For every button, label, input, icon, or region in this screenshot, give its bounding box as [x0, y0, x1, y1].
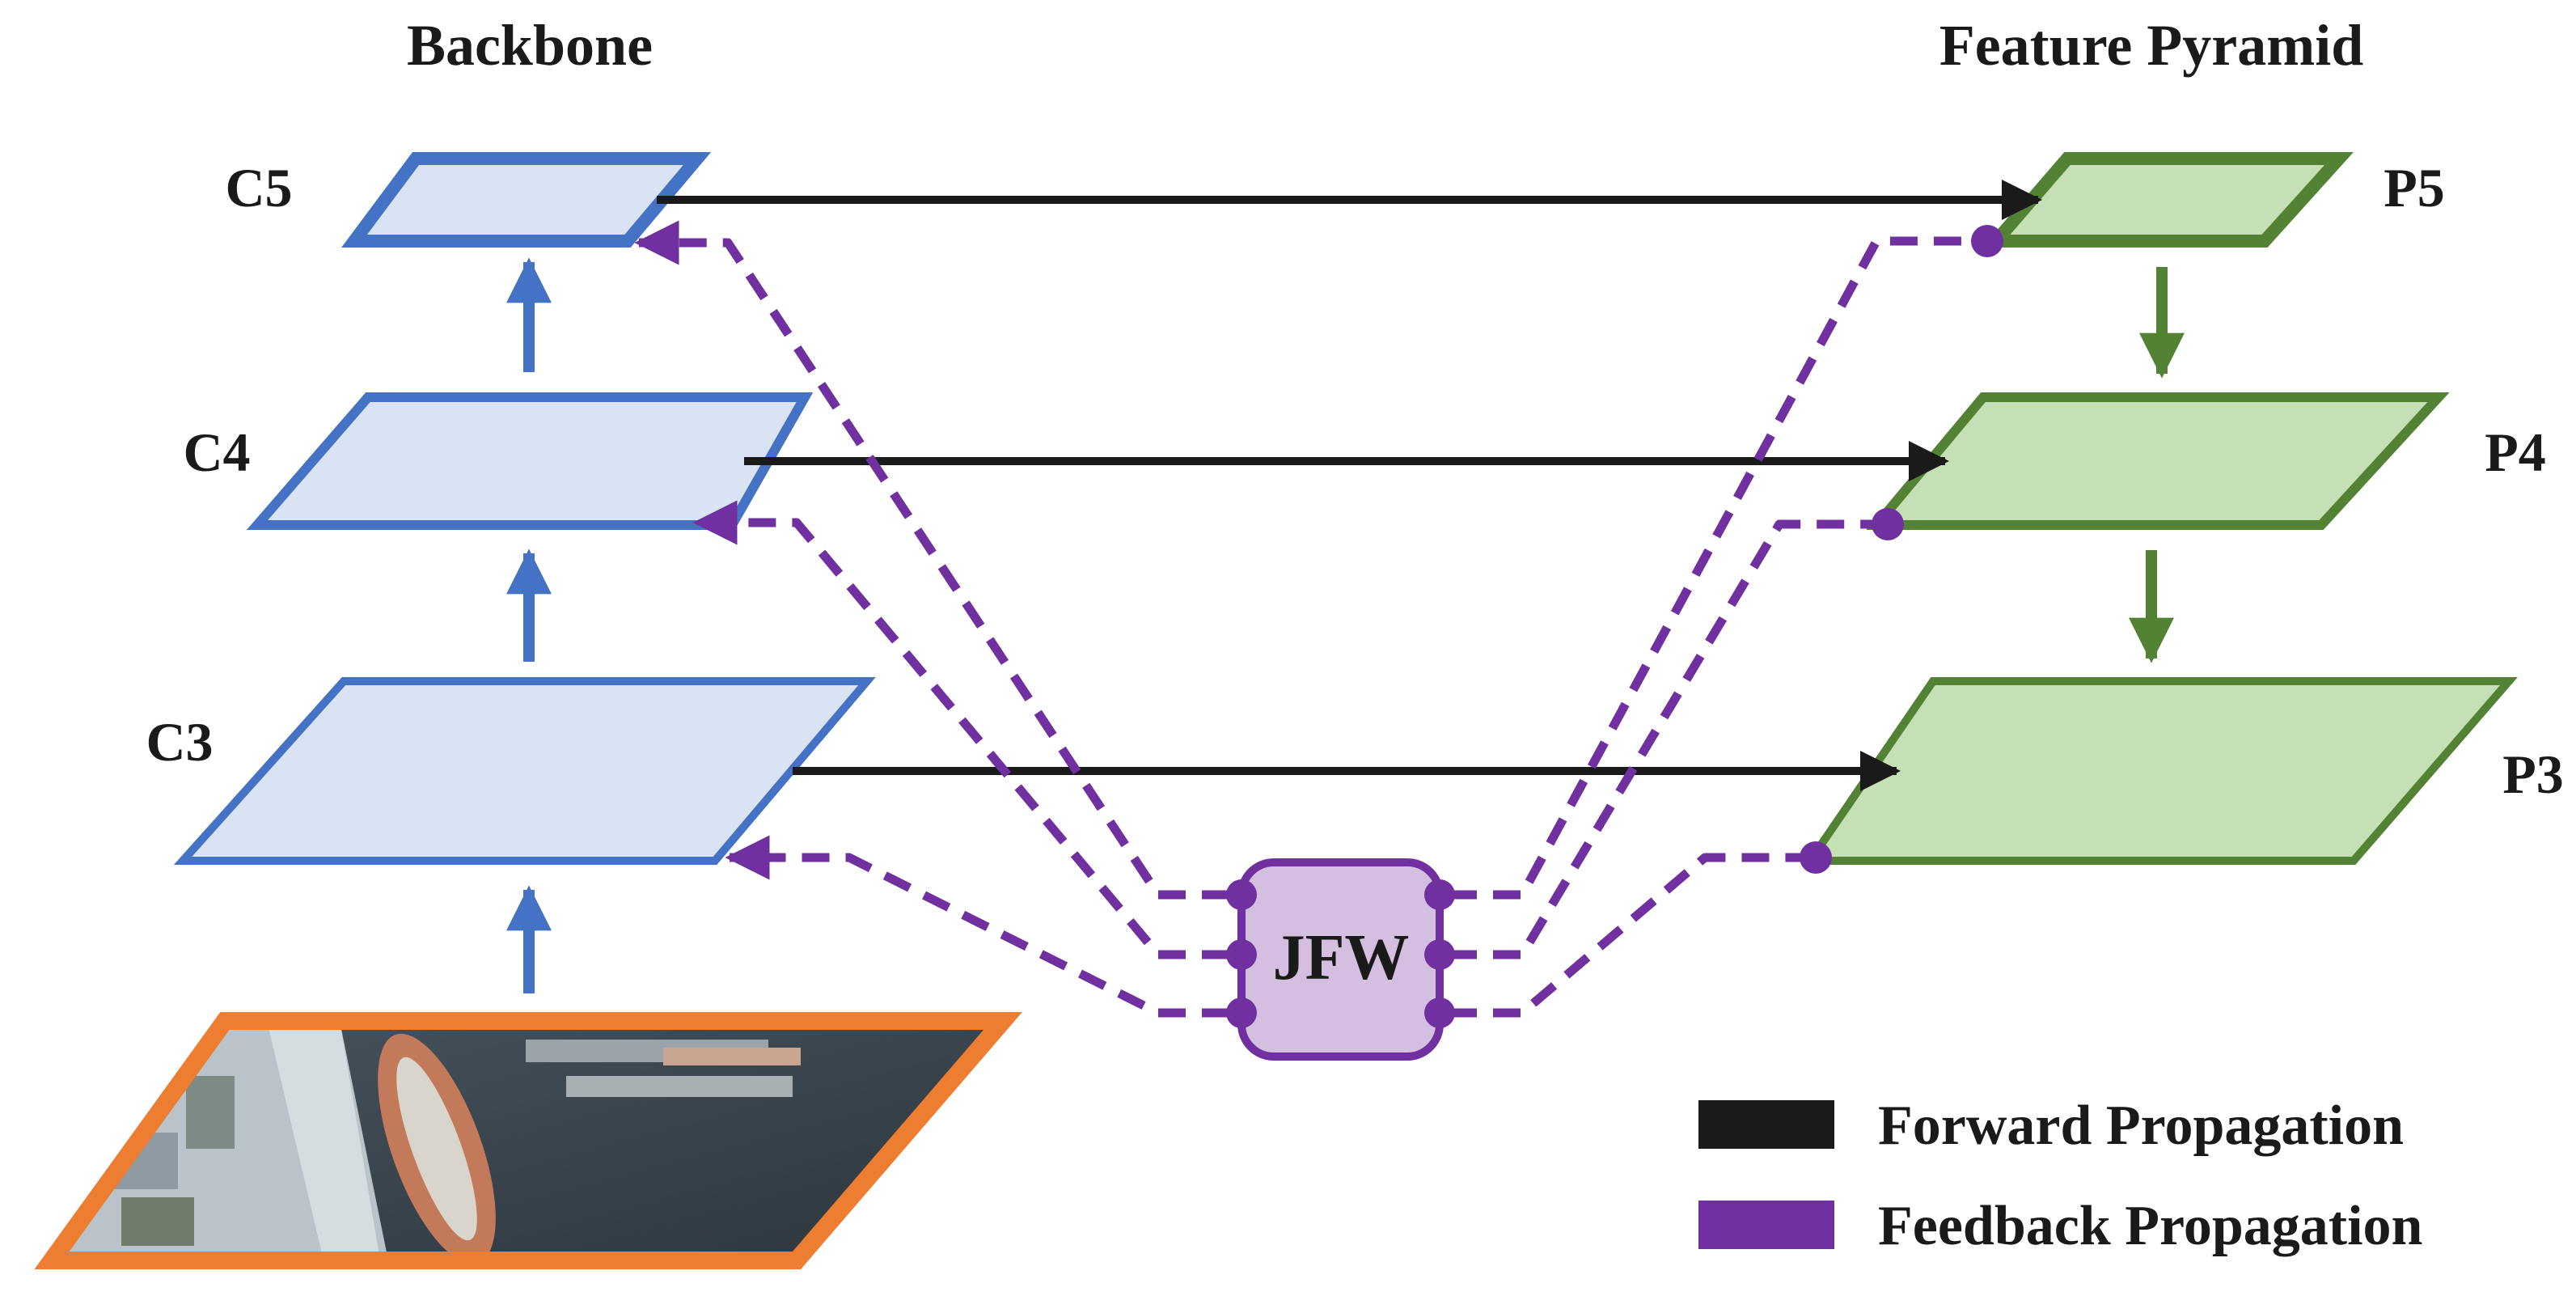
backbone-c4-plane — [246, 392, 814, 530]
p4-port-dot — [1872, 508, 1904, 540]
backbone-c3-plane — [173, 677, 876, 865]
legend-forward-swatch — [1698, 1100, 1834, 1149]
legend-feedback-swatch — [1698, 1201, 1834, 1249]
jfw-left-port-2 — [1226, 939, 1257, 970]
pyramid-p5-plane — [1982, 152, 2354, 248]
legend-feedback-label: Feedback Propagation — [1878, 1195, 2422, 1257]
pyramid-p4-plane — [1866, 392, 2450, 530]
jfw-left-port-3 — [1226, 997, 1257, 1028]
jfw-label: JFW — [1273, 922, 1410, 993]
feedback-jfw-to-c3 — [725, 835, 1229, 1018]
jfw-module: JFW — [1226, 858, 1455, 1061]
c4-label: C4 — [183, 421, 250, 483]
jfw-right-port-1 — [1424, 879, 1455, 910]
input-aerial-image — [34, 1012, 1022, 1269]
feedback-p5-to-jfw — [1449, 236, 1983, 900]
p5-port-dot — [1971, 225, 2003, 257]
jfw-right-port-3 — [1424, 997, 1455, 1028]
c5-label: C5 — [225, 157, 292, 218]
feedback-jfw-to-c4 — [692, 500, 1229, 959]
legend-forward-label: Forward Propagation — [1878, 1095, 2404, 1157]
feedback-p3-to-jfw — [1449, 853, 1815, 1018]
p3-port-dot — [1800, 841, 1832, 874]
p4-label: P4 — [2485, 421, 2546, 483]
feedback-p4-to-jfw — [1449, 519, 1884, 959]
p3-label: P3 — [2502, 743, 2564, 805]
feedback-jfw-to-c5 — [634, 220, 1229, 900]
jfw-right-port-2 — [1424, 939, 1455, 970]
c3-label: C3 — [146, 711, 213, 773]
legend: Forward Propagation Feedback Propagation — [1698, 1095, 2422, 1257]
feature-pyramid-title: Feature Pyramid — [1939, 13, 2364, 78]
jfw-left-port-1 — [1226, 879, 1257, 910]
backbone-title: Backbone — [407, 13, 653, 78]
pyramid-p3-plane — [1802, 677, 2518, 865]
p5-label: P5 — [2384, 157, 2445, 218]
backbone-c5-plane — [341, 152, 712, 248]
